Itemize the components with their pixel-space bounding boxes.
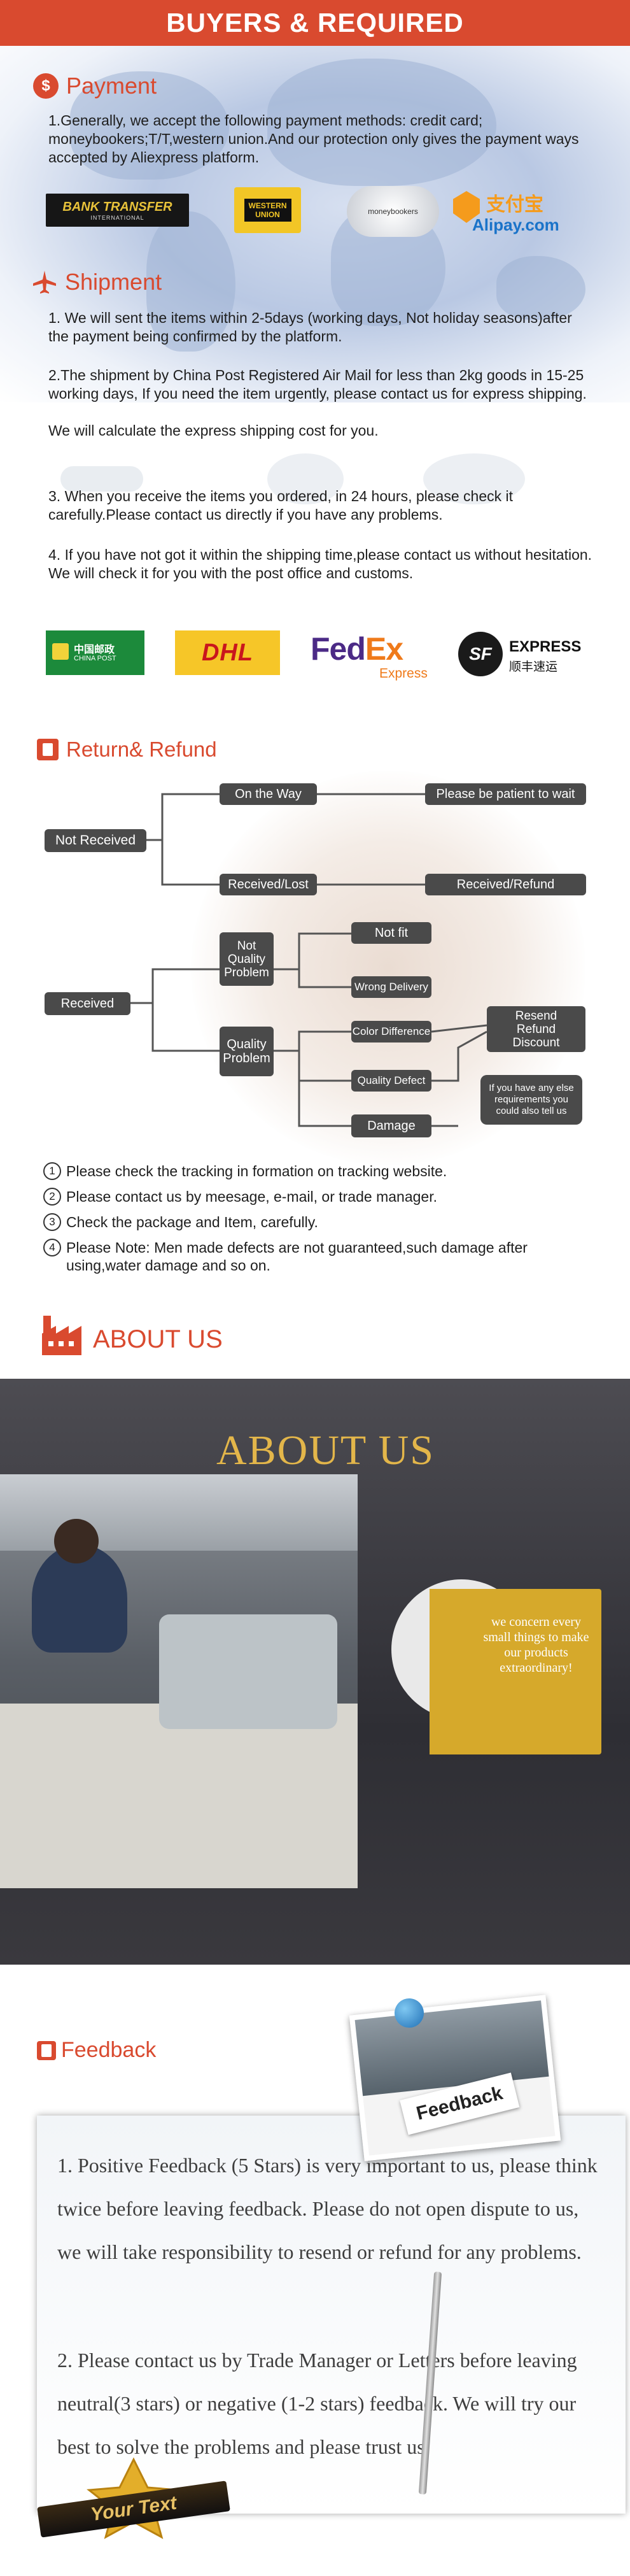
quote-box: we concern every small things to make ou… [430, 1589, 601, 1754]
note-text: Please contact us by meesage, e-mail, or… [66, 1188, 437, 1205]
refund-note: 1 Please check the tracking in formation … [43, 1162, 597, 1180]
shipment-paragraph-3: 3. When you receive the items you ordere… [48, 488, 514, 523]
node-received: Received [45, 992, 130, 1015]
moneybookers-logo: moneybookers [347, 186, 439, 237]
fedex-ex: Ex [365, 631, 403, 667]
airplane-image [60, 466, 143, 492]
moneybookers-text: moneybookers [368, 207, 418, 216]
shipment-paragraph-4: 4. If you have not got it within the shi… [48, 546, 592, 581]
node-received-refund: Received/Refund [425, 874, 586, 895]
ship-image [423, 453, 525, 504]
truck-image [267, 453, 344, 504]
fedex-express: Express [379, 666, 428, 681]
refund-notes-list: 1 Please check the tracking in formation … [43, 1162, 597, 1282]
dhl-logo: DHL [175, 630, 280, 675]
feedback-heading: Feedback [37, 2038, 156, 2063]
return-refund-icon [37, 739, 59, 760]
node-be-patient: Please be patient to wait [425, 783, 586, 805]
feedback-paragraph-1: 1. Positive Feedback (5 Stars) is very i… [57, 2154, 598, 2263]
map-continent [496, 256, 585, 320]
fedex-fed: Fed [311, 631, 366, 667]
refund-note: 2 Please contact us by meesage, e-mail, o… [43, 1188, 597, 1206]
node-wrong-delivery: Wrong Delivery [351, 976, 431, 998]
quote-text: we concern every small things to make ou… [483, 1615, 589, 1675]
payment-shipment-section: $ Payment 1.Generally, we accept the fol… [0, 46, 630, 692]
china-post-text: CHINA POST [74, 655, 116, 662]
note-number: 2 [43, 1188, 61, 1206]
shipment-heading: Shipment [32, 269, 162, 295]
node-on-the-way: On the Way [220, 783, 317, 805]
western-union-logo: WESTERN UNION [234, 187, 301, 233]
feedback-heading-label: Feedback [61, 2038, 157, 2062]
note-number: 3 [43, 1213, 61, 1231]
map-continent [70, 71, 229, 180]
office-photo [354, 2000, 549, 2096]
node-else-requirements: If you have any else requirements you co… [480, 1075, 582, 1125]
alipay-logo: 支付宝 Alipay.com [453, 187, 580, 237]
note-text: Please Note: Men made defects are not gu… [66, 1239, 528, 1274]
about-heading: ABOUT US [39, 1312, 223, 1356]
refund-note: 4 Please Note: Men made defects are not g… [43, 1239, 597, 1274]
bank-transfer-text: BANK TRANSFER [62, 199, 172, 214]
map-continent [146, 211, 235, 352]
western-union-text: WESTERN UNION [244, 199, 291, 222]
shipment-paragraph-2: 2.The shipment by China Post Registered … [48, 367, 587, 402]
about-banner-title: ABOUT US [216, 1427, 435, 1474]
sf-express-logo: SF EXPRESS 顺丰速运 [458, 630, 592, 678]
work-table [0, 1704, 358, 1888]
sf-emblem-icon: SF [458, 632, 503, 676]
money-bag-icon: $ [33, 73, 59, 99]
bank-transfer-subtext: INTERNATIONAL [90, 214, 144, 221]
shipment-paragraph-1: 1. We will sent the items within 2-5days… [48, 310, 572, 345]
sf-express-text: EXPRESS [509, 638, 582, 655]
china-post-emblem-icon [52, 643, 69, 660]
alipay-text: Alipay.com [472, 215, 559, 234]
bank-transfer-logo: BANK TRANSFER INTERNATIONAL [46, 194, 189, 227]
factory-icon [42, 1316, 81, 1355]
alipay-chinese: 支付宝 [486, 194, 543, 215]
dhl-text: DHL [201, 639, 254, 666]
refund-heading-label: Return& Refund [66, 737, 217, 761]
china-post-chinese: 中国邮政 [74, 644, 115, 655]
note-number: 4 [43, 1239, 61, 1256]
china-post-logo: 中国邮政 CHINA POST [46, 630, 144, 675]
note-number: 1 [43, 1162, 61, 1180]
node-quality-defect: Quality Defect [351, 1070, 431, 1092]
node-received-lost: Received/Lost [220, 874, 317, 895]
worker-head [54, 1519, 99, 1563]
feedback-note-card: Feedback [349, 1995, 561, 2161]
shipment-heading-label: Shipment [65, 269, 162, 295]
feedback-card: 1. Positive Feedback (5 Stars) is very i… [37, 2116, 626, 2514]
world-map-background [0, 46, 630, 402]
pushpin-icon [395, 1998, 424, 2028]
node-not-fit: Not fit [351, 922, 431, 944]
payment-text: 1.Generally, we accept the following pay… [48, 112, 579, 166]
node-damage: Damage [351, 1114, 431, 1137]
your-text-badge: Your Text [37, 2457, 230, 2540]
shipment-paragraph-2b: We will calculate the express shipping c… [48, 422, 379, 439]
node-not-received: Not Received [45, 829, 146, 852]
feedback-icon [37, 2040, 56, 2060]
payment-heading: $ Payment [33, 73, 157, 99]
node-quality-problem: Quality Problem [220, 1027, 274, 1076]
note-text: Please check the tracking in formation o… [66, 1163, 447, 1179]
factory-worker-photo [0, 1474, 358, 1888]
sf-express-chinese: 顺丰速运 [509, 660, 558, 674]
page-banner: BUYERS & REQUIRED [0, 0, 630, 46]
note-text: Check the package and Item, carefully. [66, 1214, 318, 1230]
feedback-paragraph-2: 2. Please contact us by Trade Manager or… [57, 2349, 577, 2458]
about-heading-label: ABOUT US [93, 1325, 223, 1353]
sewing-machine [159, 1614, 337, 1729]
about-us-banner: ABOUT US we concern every small things t… [0, 1379, 630, 1965]
payment-heading-label: Payment [66, 73, 157, 99]
fedex-logo: FedEx Express [311, 630, 444, 681]
node-not-quality-problem: Not Quality Problem [220, 932, 274, 986]
refund-heading: Return& Refund [37, 737, 217, 762]
node-color-difference: Color Difference [351, 1021, 431, 1042]
refund-note: 3 Check the package and Item, carefully. [43, 1213, 597, 1231]
banner-title: BUYERS & REQUIRED [166, 8, 464, 38]
airplane-icon [33, 271, 56, 294]
map-continent [267, 59, 496, 186]
node-resend-refund-discount: Resend Refund Discount [487, 1006, 585, 1052]
